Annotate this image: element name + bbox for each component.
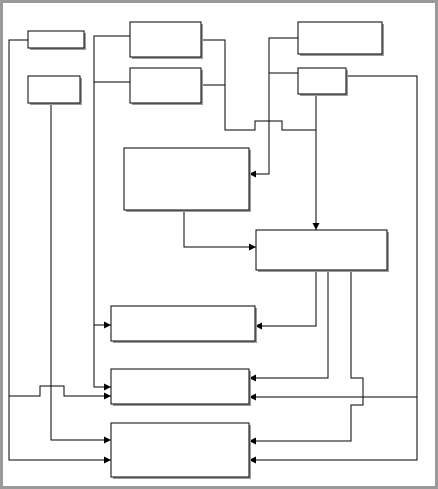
arrowhead [249,456,256,464]
arrowhead [255,322,262,330]
connector-line [93,35,130,388]
connector-line [249,75,418,461]
node-n9 [110,305,257,343]
connector-line [8,39,111,461]
node-n11 [110,422,251,479]
node-n4 [129,67,203,105]
node-box [27,30,85,49]
node-box [129,21,202,58]
node-n8 [255,229,389,272]
connector-line [201,39,316,131]
arrowhead [104,456,111,464]
node-box [129,67,202,104]
connector-line [249,37,298,175]
node-box [123,147,250,211]
node-box [297,21,383,55]
node-n1 [27,30,86,50]
arrowhead [249,243,256,251]
arrowhead [104,383,111,391]
arrowhead [249,374,256,382]
node-n6 [297,67,348,96]
connector-line [255,270,317,327]
node-n3 [129,21,203,59]
arrowhead [104,392,111,400]
arrowhead [249,393,256,401]
arrowhead [104,321,111,329]
connector-line [183,210,256,248]
connector-layer [8,35,418,464]
connector-line [249,270,364,442]
node-n7 [123,147,251,212]
node-n2 [27,75,82,105]
arrowhead [312,223,320,230]
node-box [110,368,250,405]
node-box [255,229,388,271]
arrowhead [104,436,111,444]
node-n10 [110,368,251,406]
connector-line [9,385,111,397]
node-layer [27,21,389,479]
node-box [297,67,347,95]
node-box [110,422,250,478]
arrowhead [249,437,256,445]
connector-line [50,103,111,441]
connector-line [249,270,329,379]
node-box [110,305,256,342]
node-n5 [297,21,384,56]
arrowhead [249,170,256,178]
node-box [27,75,81,104]
